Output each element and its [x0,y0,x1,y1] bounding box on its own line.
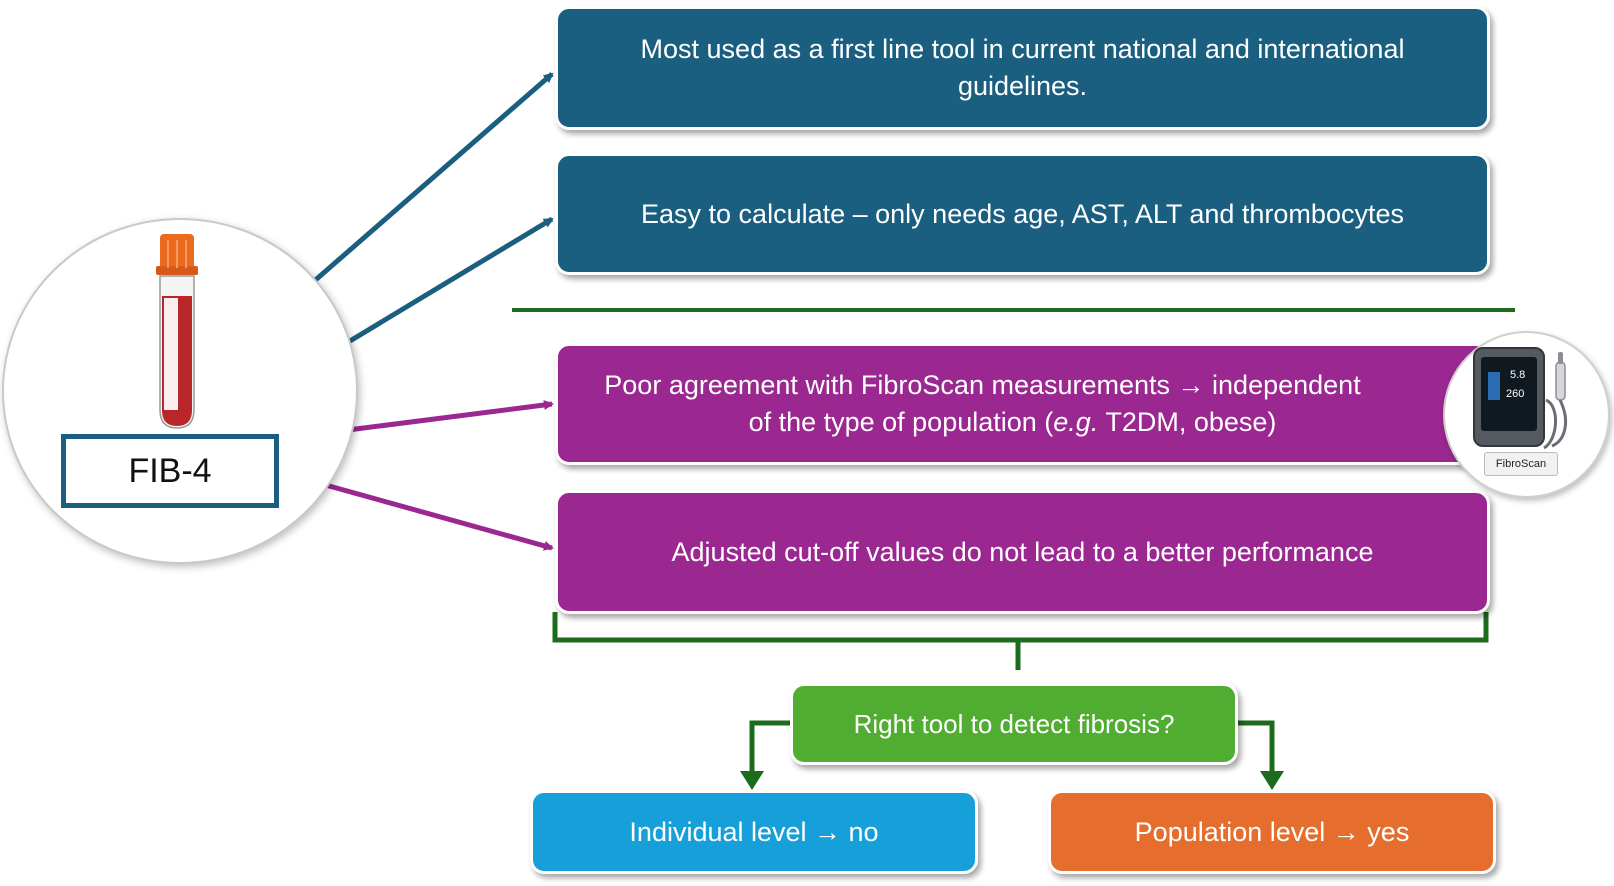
easy-to-calculate-box: Easy to calculate – only needs age, AST,… [555,153,1490,275]
fibroscan-reading-1: 5.8 [1510,369,1525,381]
individual-level-box: Individual level → no [530,790,978,874]
easy-to-calculate-text: Easy to calculate – only needs age, AST,… [641,198,1404,229]
arrow-to-first-line-tool [310,72,554,285]
first-line-tool-text: Most used as a first line tool in curren… [640,34,1405,101]
fib4-label: FIB-4 [61,434,279,508]
fibroscan-label: FibroScan [1484,452,1558,476]
eg-abbrev: e.g. [1053,407,1099,437]
poor-agreement-line2: of the type of population (e.g. T2DM, ob… [748,407,1277,437]
cons-bracket [552,612,1489,670]
first-line-tool-box: Most used as a first line tool in curren… [555,6,1490,130]
right-tool-question-text: Right tool to detect fibrosis? [853,708,1175,739]
poor-agreement-line1: Poor agreement with FibroScan measuremen… [604,370,1361,400]
poor-agreement-box: Poor agreement with FibroScan measuremen… [555,343,1490,465]
arrow-to-easy-to-calculate [343,216,554,347]
arrow-to-population-head [1260,771,1284,790]
adjusted-cutoff-text: Adjusted cut-off values do not lead to a… [671,536,1374,567]
arrow-to-individual [749,720,790,774]
arrow-to-population [1238,720,1275,774]
individual-level-text: Individual level → no [629,816,879,847]
arrow-to-adjusted-cutoff [321,481,554,551]
arrow-to-poor-agreement [347,400,554,433]
adjusted-cutoff-box: Adjusted cut-off values do not lead to a… [555,490,1490,614]
right-tool-question-box: Right tool to detect fibrosis? [790,683,1238,765]
arrow-to-individual-head [740,771,764,790]
population-level-box: Population level → yes [1048,790,1496,874]
population-level-text: Population level → yes [1134,816,1410,847]
fibroscan-reading-2: 260 [1506,388,1524,400]
